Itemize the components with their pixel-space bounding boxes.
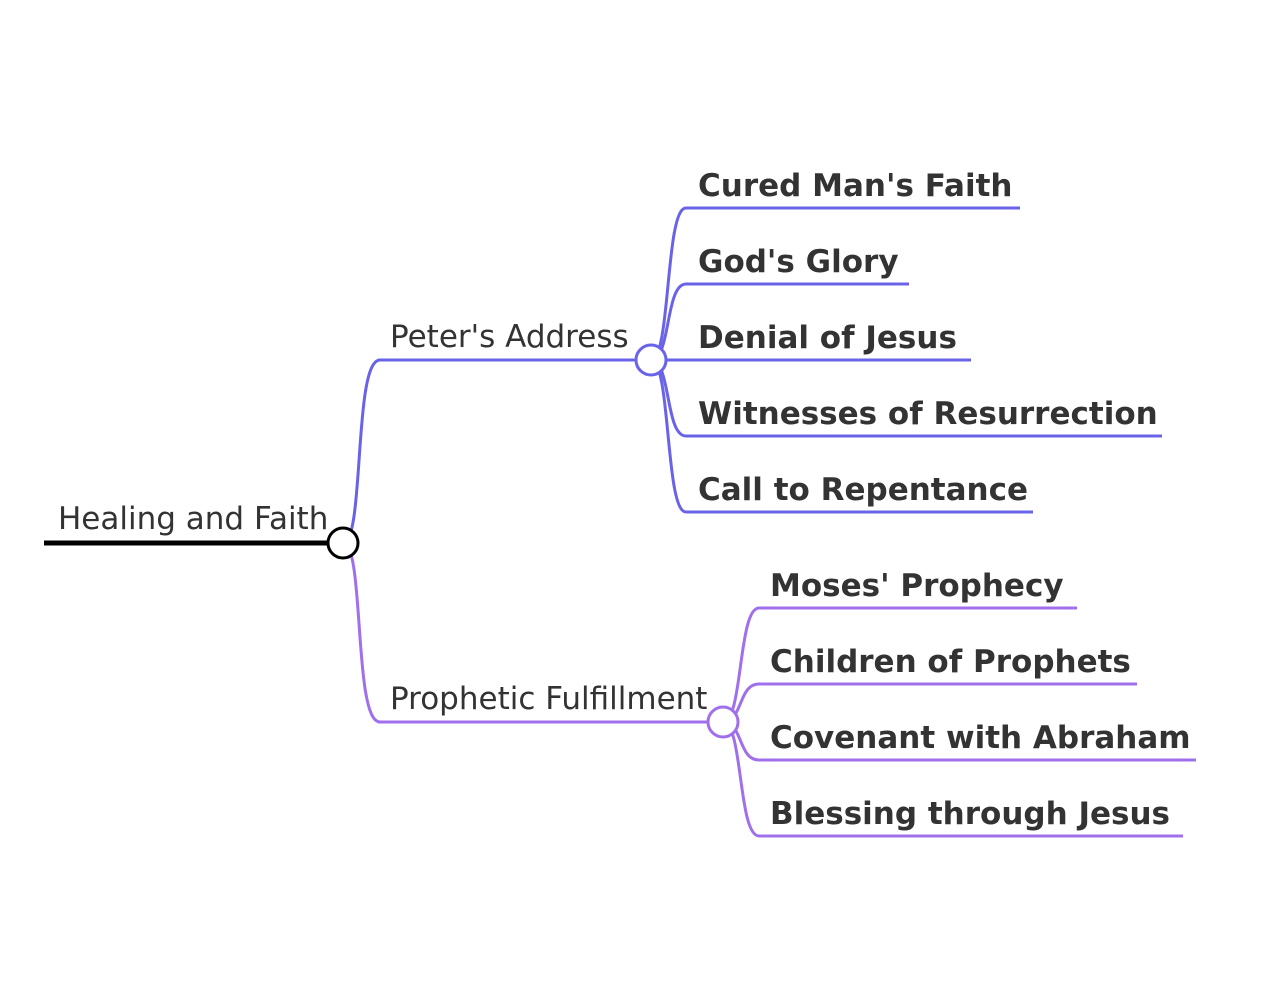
branch-label: Peter's Address xyxy=(390,319,629,355)
leaf-node-call-to-repentance[interactable]: Call to Repentance xyxy=(686,472,1033,514)
connector-branch-1-leaf-1 xyxy=(650,206,687,362)
leaf-label: Blessing through Jesus xyxy=(770,796,1170,832)
leaf-label: God's Glory xyxy=(698,244,899,280)
connector-branch-1-leaf-5 xyxy=(650,358,687,514)
branch-label: Prophetic Fulfillment xyxy=(390,681,707,717)
leaf-label: Witnesses of Resurrection xyxy=(698,396,1158,432)
leaf-label: Cured Man's Faith xyxy=(698,168,1012,204)
leaf-label: Children of Prophets xyxy=(770,644,1131,680)
root-label: Healing and Faith xyxy=(58,501,328,537)
leaf-node-children-of-prophets[interactable]: Children of Prophets xyxy=(759,644,1137,686)
leaf-label: Moses' Prophecy xyxy=(770,568,1064,604)
leaf-node-moses-prophecy[interactable]: Moses' Prophecy xyxy=(759,568,1077,610)
leaf-label: Covenant with Abraham xyxy=(770,720,1191,756)
connector-root-branch-1 xyxy=(342,358,381,545)
leaf-node-witnesses-of-resurrection[interactable]: Witnesses of Resurrection xyxy=(686,396,1162,438)
branch-collapse-toggle[interactable] xyxy=(634,343,668,377)
branch-collapse-toggle[interactable] xyxy=(706,705,740,739)
branch-node-prophetic-fulfillment[interactable]: Prophetic Fulfillment xyxy=(378,681,740,739)
root-node[interactable]: Healing and Faith xyxy=(44,501,360,560)
leaf-node-covenant-with-abraham[interactable]: Covenant with Abraham xyxy=(759,720,1196,762)
root-collapse-toggle[interactable] xyxy=(326,526,360,560)
leaf-node-gods-glory[interactable]: God's Glory xyxy=(686,244,909,286)
branch-node-peters-address[interactable]: Peter's Address xyxy=(378,319,668,377)
leaf-node-blessing-through-jesus[interactable]: Blessing through Jesus xyxy=(759,796,1183,838)
leaf-node-cured-mans-faith[interactable]: Cured Man's Faith xyxy=(686,168,1020,210)
leaf-label: Denial of Jesus xyxy=(698,320,957,356)
connector-root-branch-2 xyxy=(342,541,381,724)
leaf-label: Call to Repentance xyxy=(698,472,1028,508)
leaf-node-denial-of-jesus[interactable]: Denial of Jesus xyxy=(686,320,971,362)
